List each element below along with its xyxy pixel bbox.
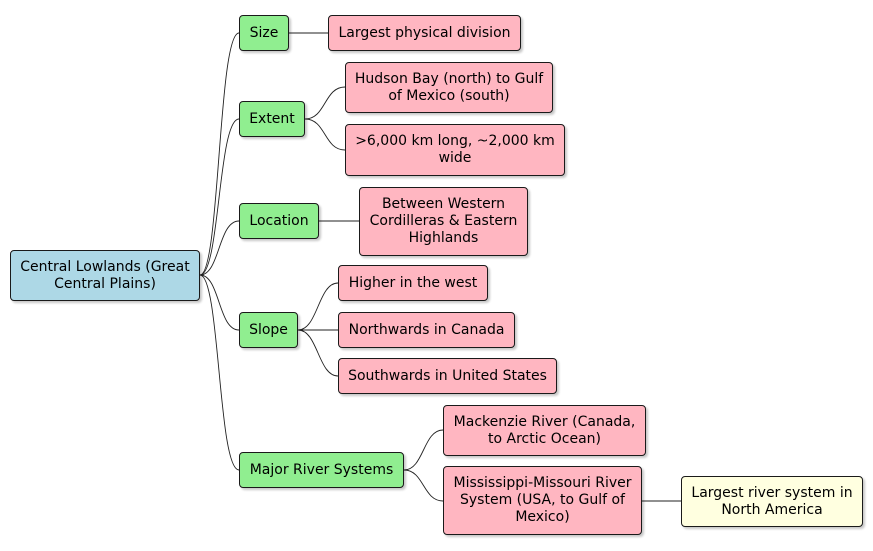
- branch-extent-label: Extent: [249, 110, 295, 127]
- branch-size[interactable]: Size: [239, 15, 289, 51]
- leaf-hudson-bay-to-gulf[interactable]: Hudson Bay (north) to Gulf of Mexico (so…: [345, 62, 553, 113]
- branch-extent[interactable]: Extent: [239, 101, 305, 137]
- leaf-largest-river-system[interactable]: Largest river system in North America: [681, 476, 863, 527]
- edge-extent-hudson: [304, 86, 346, 120]
- root-label: Central Lowlands (Great Central Plains): [20, 258, 190, 292]
- leaf-higher-label: Higher in the west: [348, 274, 478, 291]
- leaf-mackenzie-river[interactable]: Mackenzie River (Canada, to Arctic Ocean…: [443, 405, 646, 456]
- leaf-between-cordilleras-highlands[interactable]: Between Western Cordilleras & Eastern Hi…: [359, 187, 528, 256]
- branch-major-river-systems[interactable]: Major River Systems: [239, 452, 404, 488]
- branch-slope[interactable]: Slope: [239, 312, 298, 348]
- leaf-dimensions[interactable]: >6,000 km long, ~2,000 km wide: [345, 124, 565, 176]
- leaf-mackenzie-label: Mackenzie River (Canada, to Arctic Ocean…: [453, 413, 636, 447]
- edge-root-size: [199, 32, 240, 276]
- leaf-largest-label: Largest physical division: [338, 24, 511, 41]
- branch-location-label: Location: [249, 212, 309, 229]
- edge-slope-west: [297, 282, 339, 331]
- leaf-between-label: Between Western Cordilleras & Eastern Hi…: [369, 196, 518, 246]
- branch-rivers-label: Major River Systems: [249, 461, 394, 478]
- leaf-largest-river-label: Largest river system in North America: [691, 484, 853, 518]
- edge-root-location: [199, 220, 240, 276]
- leaf-largest-physical-division[interactable]: Largest physical division: [328, 15, 521, 51]
- root-node[interactable]: Central Lowlands (Great Central Plains): [10, 250, 200, 301]
- leaf-hudson-label: Hudson Bay (north) to Gulf of Mexico (so…: [354, 70, 544, 104]
- leaf-mississippi-label: Mississippi-Missouri River System (USA, …: [453, 475, 632, 525]
- branch-size-label: Size: [249, 24, 279, 41]
- leaf-northwards-label: Northwards in Canada: [348, 321, 505, 338]
- edge-extent-dimensions: [304, 118, 346, 151]
- edge-rivers-mississippi: [403, 469, 444, 502]
- edge-slope-south: [297, 329, 339, 377]
- leaf-mississippi-missouri[interactable]: Mississippi-Missouri River System (USA, …: [443, 466, 642, 535]
- edge-root-rivers: [199, 274, 240, 471]
- edge-root-extent: [199, 118, 240, 276]
- branch-location[interactable]: Location: [239, 203, 319, 239]
- branch-slope-label: Slope: [249, 321, 288, 338]
- leaf-northwards-canada[interactable]: Northwards in Canada: [338, 312, 515, 348]
- edge-rivers-mackenzie: [403, 429, 444, 471]
- leaf-southwards-label: Southwards in United States: [348, 367, 547, 384]
- edge-root-slope: [199, 274, 240, 331]
- leaf-dimensions-label: >6,000 km long, ~2,000 km wide: [355, 133, 555, 166]
- leaf-southwards-us[interactable]: Southwards in United States: [338, 358, 557, 394]
- leaf-higher-in-west[interactable]: Higher in the west: [338, 265, 488, 301]
